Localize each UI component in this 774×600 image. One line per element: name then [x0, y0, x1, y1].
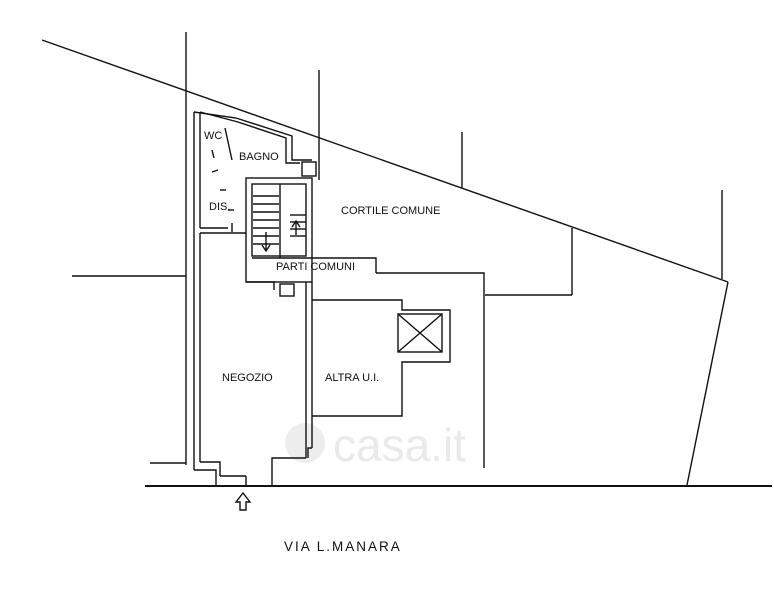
south-walls: [220, 447, 312, 486]
room-label-wc: WC: [204, 130, 222, 142]
parti-comuni-walls: [246, 257, 485, 468]
room-label-negozio: NEGOZIO: [222, 372, 273, 384]
room-label-altra-ui: ALTRA U.I.: [325, 372, 379, 384]
neighbour-walls: [72, 32, 320, 465]
watermark-text: casa.it: [333, 419, 466, 471]
up-arrow-icon: [234, 491, 252, 511]
room-label-cortile: CORTILE COMUNE: [341, 205, 440, 217]
street-name: VIA L.MANARA: [284, 539, 402, 554]
watermark: casa.it: [285, 419, 466, 471]
room-label-dis: DIS.: [209, 201, 230, 213]
room-label-parti-comuni: PARTI COMUNI: [276, 261, 355, 273]
staircase-icon: [253, 195, 306, 253]
stair-core: [245, 161, 318, 283]
negozio-walls: [193, 111, 312, 486]
shaft-cross-icon: [397, 313, 443, 353]
property-boundary: [41, 39, 729, 486]
room-label-bagno: BAGNO: [239, 151, 279, 163]
